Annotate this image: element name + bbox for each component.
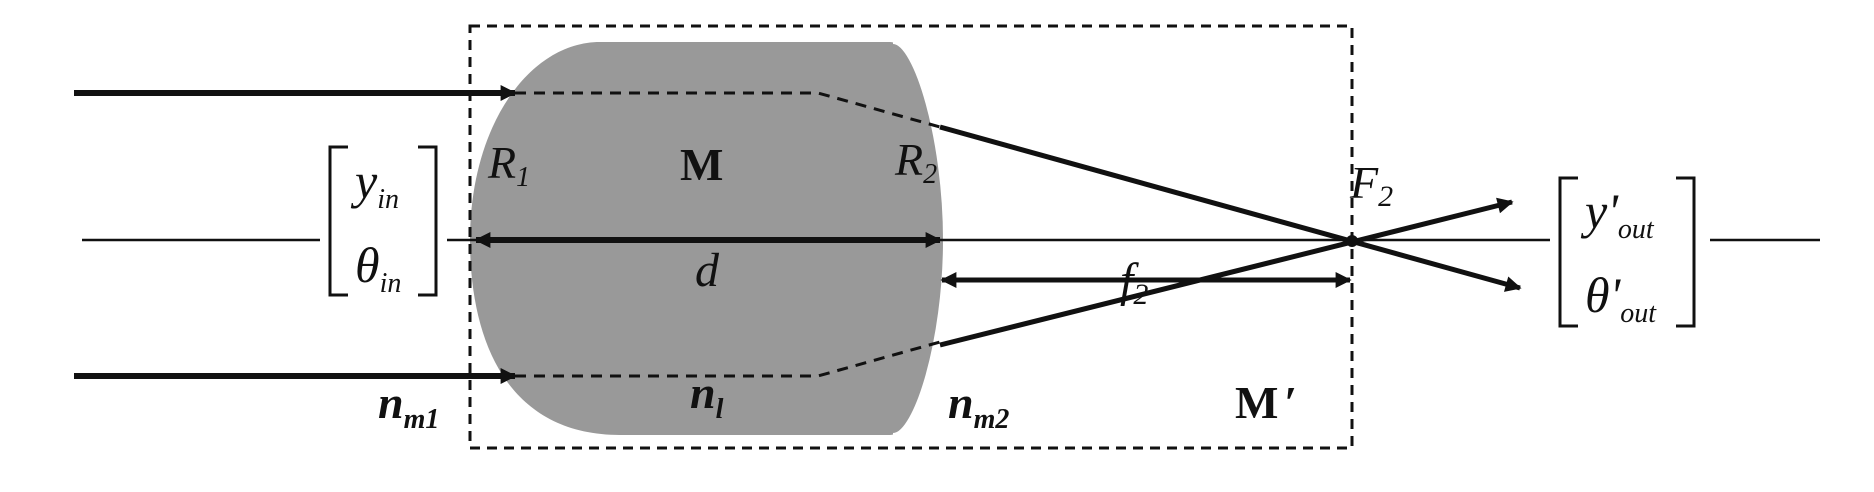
- internal-ray-bottom: [515, 340, 941, 378]
- input-bracket-left: [328, 145, 348, 297]
- input-theta: θin: [355, 237, 401, 299]
- outgoing-ray-bottom: [939, 197, 1514, 348]
- m-prime-label: M′: [1235, 377, 1297, 428]
- output-bracket-right: [1676, 176, 1696, 328]
- focal-point-dot: [1346, 235, 1358, 247]
- input-bracket-right: [418, 145, 438, 297]
- internal-ray-top: [515, 91, 941, 129]
- output-bracket-left: [1558, 176, 1578, 328]
- m-label: M: [680, 139, 723, 190]
- r1-label: R1: [487, 137, 530, 193]
- n-m1-label: nm1: [378, 377, 439, 435]
- f2-label: f2: [1120, 254, 1148, 311]
- d-label: d: [695, 244, 720, 297]
- output-y: y'out: [1580, 183, 1655, 245]
- n-m2-label: nm2: [948, 377, 1009, 435]
- n-l-label: nl: [690, 367, 724, 425]
- output-theta: θ'out: [1585, 267, 1657, 329]
- outgoing-ray-top: [939, 124, 1522, 292]
- r2-label: R2: [894, 134, 937, 190]
- F2-label: F2: [1349, 157, 1393, 213]
- input-y: yin: [350, 153, 399, 215]
